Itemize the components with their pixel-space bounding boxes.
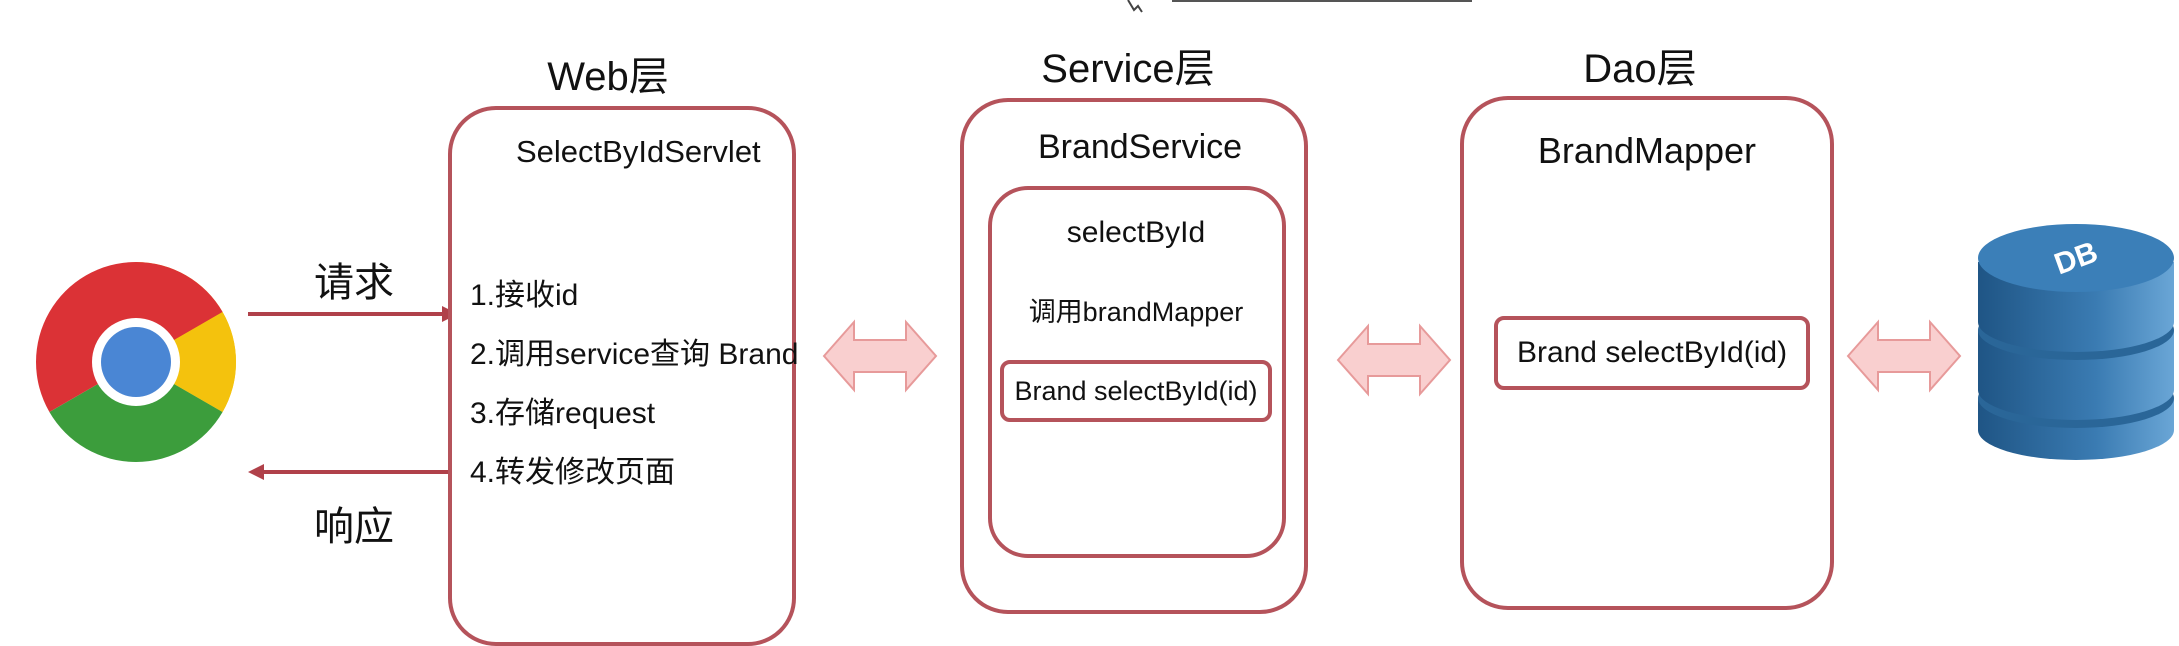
web-step-4: 4.转发修改页面	[470, 456, 676, 489]
web-step-1: 1.接收id	[470, 279, 579, 312]
servlet-name: SelectByIdServlet	[516, 134, 761, 169]
request-arrow	[248, 306, 458, 322]
web-step-2: 2.调用service查询 Brand	[470, 338, 799, 371]
web-step-3: 3.存储request	[470, 397, 656, 430]
request-label: 请求	[314, 261, 394, 305]
dao-db-double-arrow	[1846, 319, 1962, 393]
cursor-icon	[1127, 0, 1143, 13]
service-layer-title: Service层	[1041, 47, 1215, 91]
web-layer-box	[448, 106, 796, 646]
database-icon: DB	[1978, 224, 2174, 460]
service-class-name: BrandService	[1037, 128, 1243, 166]
dao-layer-title: Dao层	[1583, 47, 1697, 91]
response-arrow	[248, 464, 458, 480]
service-method-signature: Brand selectById(id)	[1000, 360, 1272, 422]
service-method-box	[988, 186, 1286, 558]
service-call-text: 调用brandMapper	[1028, 297, 1244, 327]
top-divider-line	[1172, 0, 1472, 2]
web-service-double-arrow	[822, 319, 938, 393]
service-method-name: selectById	[1066, 216, 1206, 249]
web-layer-title: Web层	[547, 55, 669, 99]
dao-method-signature: Brand selectById(id)	[1494, 316, 1810, 390]
service-dao-double-arrow	[1336, 323, 1452, 397]
response-label: 响应	[314, 505, 394, 549]
dao-class-name: BrandMapper	[1537, 130, 1757, 171]
dao-layer-box	[1460, 96, 1834, 610]
chrome-browser-icon	[36, 262, 236, 462]
